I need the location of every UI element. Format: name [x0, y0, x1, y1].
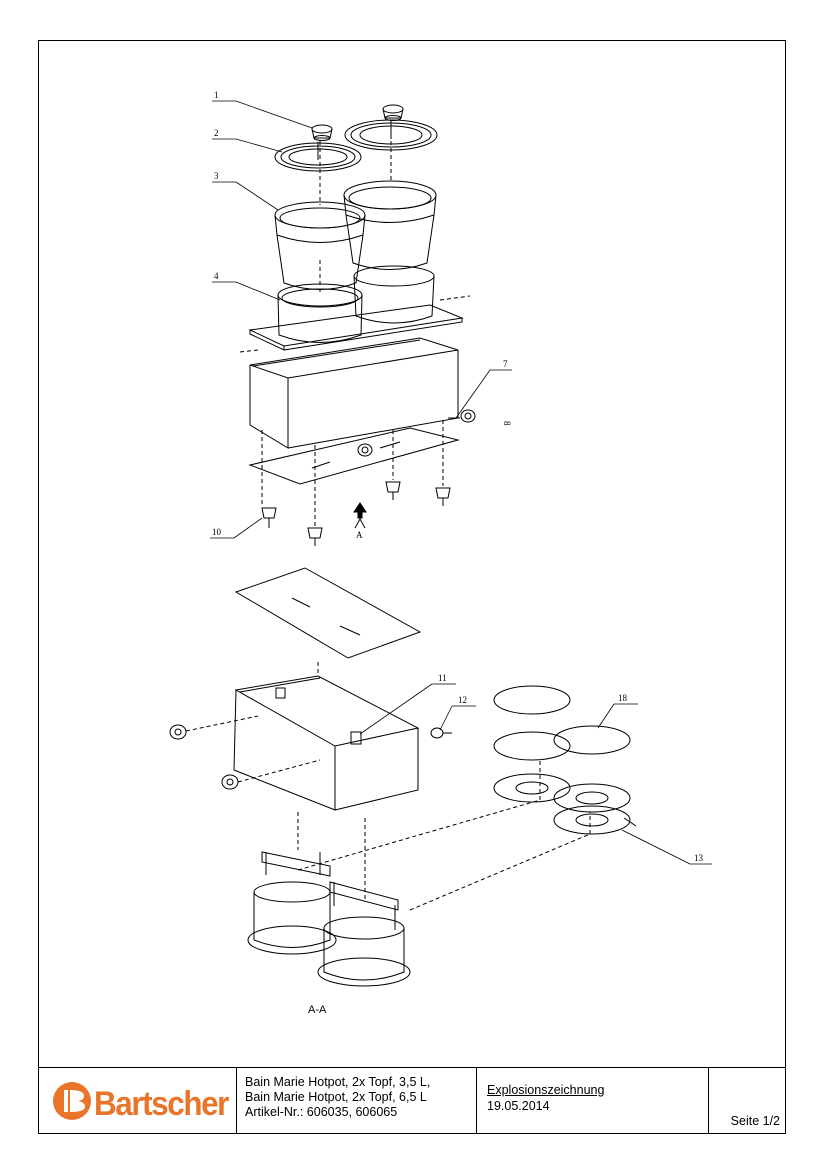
drawing-sheet [38, 40, 786, 1134]
foot [261, 507, 277, 528]
cover-plate [234, 567, 422, 659]
callout-10: 10 [212, 527, 222, 537]
brand-name: Bartscher [94, 1085, 229, 1123]
pot-insert [343, 180, 437, 270]
description-line: Bain Marie Hotpot, 2x Topf, 3,5 L, [245, 1075, 431, 1089]
fitting [430, 727, 452, 739]
section-label: A-A [308, 1004, 327, 1016]
pot-insert [274, 201, 366, 290]
water-basin [353, 265, 435, 324]
callout-11: 11 [438, 673, 447, 683]
callout-1: 1 [214, 90, 219, 100]
lid-knob [382, 104, 404, 121]
callout-13: 13 [694, 853, 704, 863]
foot [435, 487, 451, 506]
document-date: 19.05.2014 [487, 1099, 550, 1113]
lid [274, 142, 362, 172]
thermostat-disc [493, 685, 571, 803]
callout-3: 3 [214, 171, 219, 181]
water-basin [277, 283, 363, 343]
control-knob [448, 409, 476, 423]
callout-12: 12 [458, 695, 467, 705]
foot [385, 481, 401, 500]
heating-element [247, 851, 337, 955]
housing [249, 337, 459, 449]
callout-8: 8 [502, 421, 512, 426]
view-arrow [353, 502, 367, 529]
description-line: Artikel-Nr.: 606035, 606065 [245, 1105, 398, 1119]
foot [307, 527, 323, 546]
callout-2: 2 [214, 128, 219, 138]
assembly-lines [239, 120, 471, 528]
description-cell: Bain Marie Hotpot, 2x Topf, 3,5 L, Bain … [236, 1068, 476, 1134]
lid-knob [311, 124, 333, 141]
title-block: Bartscher Bain Marie Hotpot, 2x Topf, 3,… [38, 1067, 786, 1134]
document-type: Explosionszeichnung [487, 1083, 605, 1097]
page-number: Seite 1/2 [730, 1114, 780, 1128]
assembly-lines [185, 662, 591, 911]
control-knob [357, 443, 373, 457]
lower-housing [233, 675, 420, 811]
heating-element [317, 881, 411, 987]
leader-lines [210, 100, 712, 865]
fitting [275, 687, 362, 745]
callout-18: 18 [618, 693, 628, 703]
brand-logo: Bartscher [50, 1078, 231, 1124]
callout-4: 4 [214, 271, 219, 281]
top-plate [248, 304, 464, 351]
knob-assembly [169, 724, 239, 790]
thermostat-disc [553, 725, 637, 835]
document-cell: Explosionszeichnung 19.05.2014 [476, 1068, 708, 1134]
callout-7: 7 [503, 359, 508, 369]
view-arrow-label: A [356, 530, 363, 540]
description-line: Bain Marie Hotpot, 2x Topf, 6,5 L [245, 1090, 427, 1104]
page-cell: Seite 1/2 [708, 1068, 786, 1134]
